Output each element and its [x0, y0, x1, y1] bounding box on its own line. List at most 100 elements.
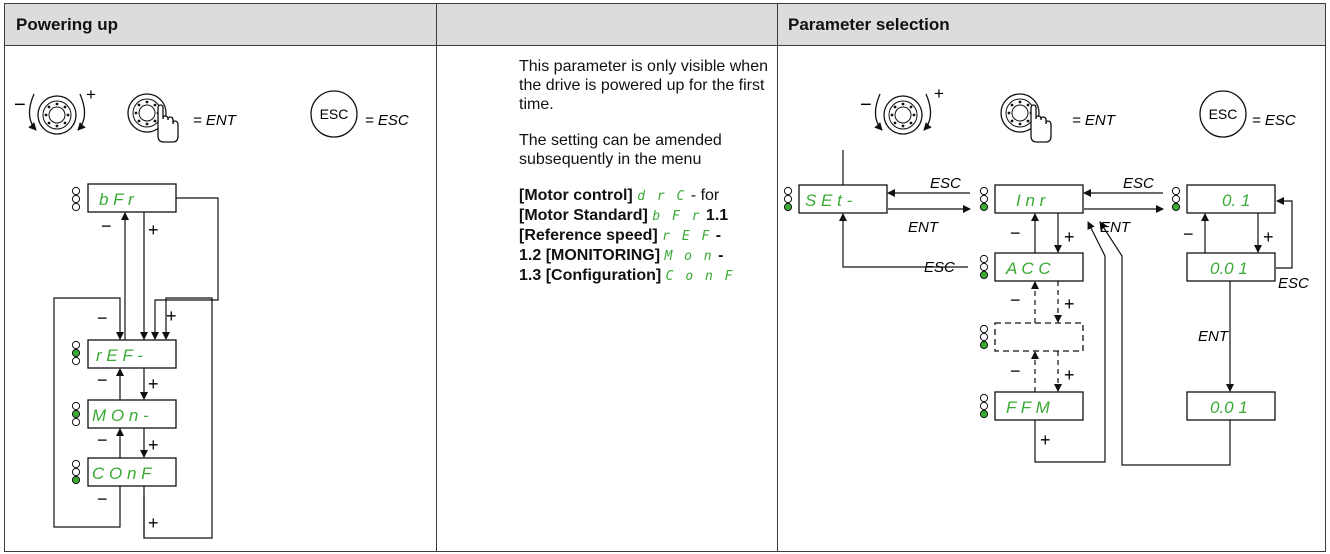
display-value-3-text: 0.0 1: [1210, 398, 1248, 417]
display-acc-text: A C C: [1005, 259, 1051, 278]
nav-signs: − + − + − + + − +: [1010, 223, 1274, 450]
header-parameter-selection: Parameter selection: [777, 4, 1325, 46]
led-group: [71, 186, 81, 485]
minus-sign: −: [1010, 361, 1021, 381]
nav-labels: ESC ENT ESC ESC ENT ESC ENT: [908, 175, 1309, 345]
minus-sign: −: [1010, 290, 1021, 310]
plus-sign: +: [148, 374, 159, 394]
display-mon-text: M O n -: [92, 406, 149, 425]
led-group: [783, 186, 1181, 419]
minus-sign: −: [97, 370, 108, 390]
plus-sign: +: [934, 84, 944, 103]
display-placeholder: [994, 322, 1084, 352]
segment-code: r E F: [662, 229, 712, 244]
esc-label: ESC: [930, 175, 961, 192]
parameter-selection-diagram: S E t - I n r A C C F F M 0. 1 0.0 1 0.0…: [783, 150, 1309, 466]
menu-path-item: [Motor Standard] b F r 1.1: [519, 206, 769, 226]
display-ref-text: r E F -: [96, 346, 143, 365]
minus-sign: −: [1010, 223, 1021, 243]
nav-signs: − + − + − + − + − +: [97, 216, 177, 533]
esc-button-icon[interactable]: [1199, 90, 1247, 138]
description-visibility: This parameter is only visible when the …: [519, 58, 768, 113]
plus-sign: +: [1263, 227, 1274, 247]
esc-label: = ESC: [1252, 112, 1296, 129]
esc-button-label: ESC: [1209, 106, 1238, 122]
minus-sign: −: [860, 94, 872, 116]
legend-left: − + = ENT ESC = ESC: [14, 85, 409, 143]
ent-label: ENT: [1100, 219, 1132, 236]
display-inr: [994, 184, 1084, 214]
menu-path-label: [Motor control]: [519, 187, 633, 204]
ent-label: = ENT: [1072, 112, 1117, 129]
segment-code: b F r: [652, 209, 702, 224]
display-set-text: S E t -: [805, 191, 853, 210]
plus-sign: +: [148, 220, 159, 240]
menu-path-suffix: -: [713, 247, 724, 264]
jog-dial-icon[interactable]: [883, 95, 923, 135]
description-cell: This parameter is only visible when the …: [519, 57, 769, 286]
column-divider: [436, 4, 437, 551]
esc-label: ESC: [924, 259, 955, 276]
display-value-1-text: 0. 1: [1222, 191, 1250, 210]
menu-path-item: 1.3 [Configuration] C o n F: [519, 266, 769, 286]
display-ref: [87, 339, 177, 369]
plus-sign: +: [86, 85, 96, 104]
description-amend: The setting can be amended subsequently …: [519, 132, 722, 168]
plus-sign: +: [1064, 365, 1075, 385]
minus-sign: −: [14, 94, 26, 116]
header-powering-up: Powering up: [5, 4, 436, 46]
powering-up-diagram: b F r r E F - M O n - C O n F: [53, 183, 219, 539]
minus-sign: −: [97, 308, 108, 328]
menu-path-suffix: 1.1: [701, 207, 729, 224]
plus-sign: +: [1064, 294, 1075, 314]
ent-label: ENT: [908, 219, 940, 236]
menu-path-label: 1.2 [MONITORING]: [519, 247, 661, 264]
display-inr-text: I n r: [1016, 191, 1047, 210]
legend-right: − + = ENT ESC = ESC: [860, 84, 1296, 143]
display-bfr: [87, 183, 177, 213]
menu-path-suffix: -: [711, 227, 722, 244]
column-divider: [777, 4, 778, 551]
menu-path-label: 1.3 [Configuration]: [519, 267, 662, 284]
menu-path-list: [Motor control] d r C - for [Motor Stand…: [519, 186, 769, 286]
display-value-2-text: 0.0 1: [1210, 259, 1248, 278]
minus-sign: −: [97, 489, 108, 509]
ent-label: ENT: [1198, 328, 1230, 345]
esc-button-icon[interactable]: [310, 90, 358, 138]
menu-path-item: [Reference speed] r E F -: [519, 226, 769, 246]
header-empty: [436, 4, 777, 46]
display-ffm-text: F F M: [1006, 398, 1051, 417]
esc-label: ESC: [1123, 175, 1154, 192]
esc-button-label: ESC: [320, 106, 349, 122]
display-set: [798, 184, 888, 214]
menu-path-label: [Motor Standard]: [519, 207, 648, 224]
plus-sign: +: [1064, 227, 1075, 247]
ent-label: = ENT: [193, 112, 238, 129]
plus-sign: +: [1040, 430, 1051, 450]
menu-path-item: 1.2 [MONITORING] M o n -: [519, 246, 769, 266]
segment-code: M o n: [664, 249, 714, 264]
display-value-2: [1186, 252, 1276, 282]
display-conf: [87, 457, 177, 487]
display-value-1: [1186, 184, 1276, 214]
display-ffm: [994, 391, 1084, 421]
esc-label: = ESC: [365, 112, 409, 129]
plus-sign: +: [148, 435, 159, 455]
display-bfr-text: b F r: [99, 190, 135, 209]
menu-path-suffix: - for: [686, 187, 720, 204]
hand-press-icon: [1030, 104, 1052, 143]
minus-sign: −: [1183, 224, 1194, 244]
display-acc: [994, 252, 1084, 282]
segment-code: C o n F: [665, 269, 735, 284]
plus-sign: +: [148, 513, 159, 533]
minus-sign: −: [97, 430, 108, 450]
plus-sign: +: [166, 306, 177, 326]
menu-path-label: [Reference speed]: [519, 227, 658, 244]
segment-code: d r C: [637, 189, 687, 204]
display-mon: [87, 399, 177, 429]
display-conf-text: C O n F: [92, 464, 153, 483]
esc-label: ESC: [1278, 275, 1309, 292]
minus-sign: −: [101, 216, 112, 236]
jog-dial-icon[interactable]: [37, 95, 77, 135]
